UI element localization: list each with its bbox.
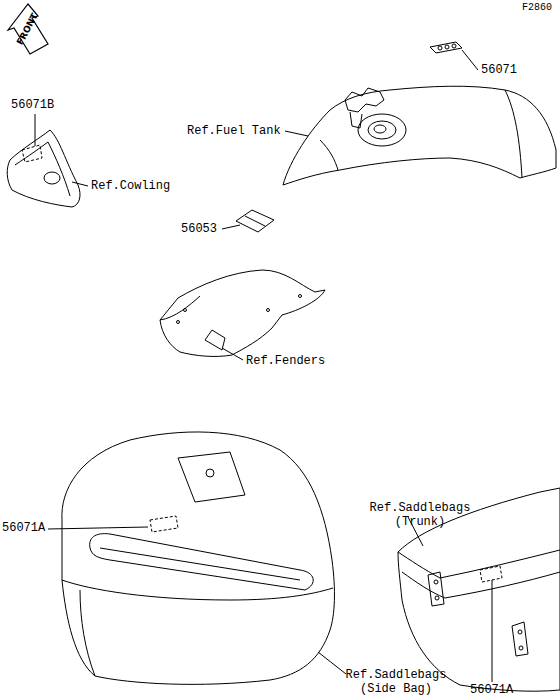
figure-number: F2860 [522,1,552,15]
reference-label: Ref.Saddlebags (Trunk) [364,501,476,529]
callout-number: 56071B [11,98,54,112]
callout-number: 56053 [181,222,217,236]
callout-number: 56071A [2,521,45,535]
reference-label: Ref.Fenders [246,354,325,368]
reference-label: Ref.Saddlebags (Side Bag) [340,668,452,696]
reference-label: Ref.Fuel Tank [187,124,281,138]
reference-label: Ref.Cowling [91,179,170,193]
callout-number: 56071 [481,63,517,77]
callout-number: 56071A [470,683,513,697]
